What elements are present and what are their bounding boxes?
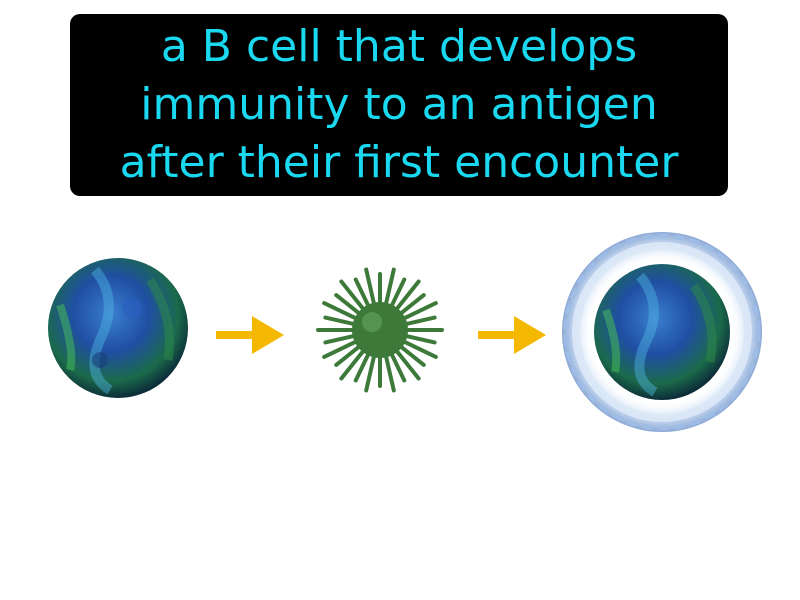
virus-spike [334,344,362,367]
virus-spike [401,301,438,321]
virus-spike [401,339,438,359]
virus-spike [323,333,357,345]
arrow-right-icon [478,316,546,354]
virus-spike [322,339,359,359]
virus-spike [353,277,371,309]
virus-spike [383,353,396,393]
virus-spike [334,293,362,316]
virus-spike [389,277,407,309]
virus-spike [383,267,396,307]
virus-spike [364,267,377,307]
virus-spike [398,293,426,316]
caption-line-3: after their first encounter [119,137,679,188]
virus-spike [339,279,366,312]
arrow-right-icon [216,316,284,354]
memory-b-cell-icon [562,232,762,432]
caption-line-2: immunity to an antigen [140,79,658,130]
virus-spike [398,344,426,367]
virus-spike [364,353,377,393]
virus-spike [389,351,407,383]
virus-spike [323,315,357,327]
virus-spike [403,333,437,345]
b-cell-icon [48,258,188,398]
virus-spike [394,279,421,312]
antigen-virus-icon [316,267,444,393]
virus-spike [339,348,366,381]
caption-line-1: a B cell that develops [160,21,638,72]
virus-spike [394,348,421,381]
virus-spike [353,351,371,383]
definition-caption: a B cell that develops immunity to an an… [70,14,728,196]
virus-spike [322,301,359,321]
virus-spike [403,315,437,327]
illustration-row [0,210,800,470]
